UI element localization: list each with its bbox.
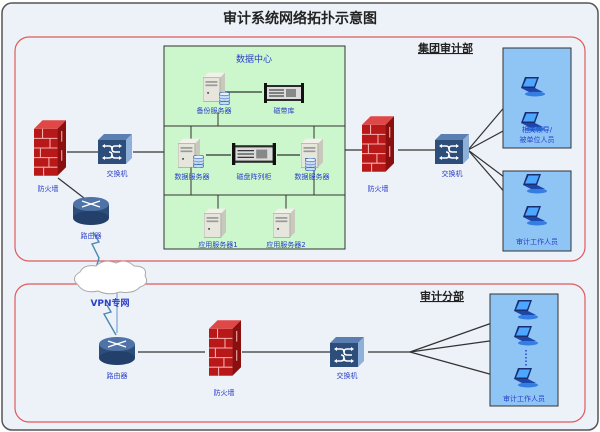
app-server-2-label: 应用服务器2 [266,240,305,249]
cloud-icon [74,260,148,295]
db-server-left-label: 数据服务器 [175,172,210,181]
database-icon [193,155,204,168]
tape-library-icon [264,83,304,103]
database-icon [219,92,230,105]
router-icon [99,336,135,366]
branch-auditors-label: 审计工作人员 [503,394,545,403]
server-icon [273,208,295,238]
vpn-label: VPN专网 [90,297,129,309]
switch-icon [98,134,132,164]
vpn-link-top [90,231,101,269]
firewall-branch-label: 防火墙 [214,388,235,397]
switch-branch-label: 交换机 [337,371,358,380]
switch-icon [330,337,364,367]
branch-zone-label: 审计分部 [420,289,464,303]
hq-zone-label: 集团审计部 [417,41,473,55]
router-icon [73,196,109,226]
leaders-group: 相关领导/ 被单位人员 [502,47,572,149]
firewall-icon [34,120,66,176]
firewall-right-label: 防火墙 [368,184,389,193]
server-icon [204,208,226,238]
switch-left-label: 交换机 [107,169,128,178]
datacenter-label: 数据中心 [236,53,272,65]
db-server-right-label: 数据服务器 [295,172,330,181]
disk-array-icon [232,143,276,165]
firewall-left-label: 防火墙 [38,184,59,193]
database-icon [305,158,316,171]
branch-zone [14,283,586,423]
vpn-link-bottom [102,304,117,336]
leaders-label-line1: 相关领导/ [522,125,553,134]
router-hq-label: 路由器 [81,231,102,240]
switch-right-label: 交换机 [442,169,463,178]
diagram-title: 审计系统网络拓扑示意图 [223,10,377,27]
switch-icon [435,134,469,164]
hq-auditors-group: 审计工作人员 [502,170,572,252]
leaders-label-line2: 被单位人员 [520,135,555,144]
tape-library-label: 磁带库 [274,106,295,115]
firewall-icon [362,116,394,172]
backup-server-label: 备份服务器 [197,106,232,115]
disk-array-label: 磁盘阵列柜 [237,172,272,181]
hq-zone [14,36,586,262]
hq-auditors-label: 审计工作人员 [516,237,558,246]
app-server-1-label: 应用服务器1 [198,240,237,249]
branch-auditors-group: 审计工作人员 [489,293,559,407]
firewall-icon [209,320,241,376]
router-branch-label: 路由器 [107,371,128,380]
